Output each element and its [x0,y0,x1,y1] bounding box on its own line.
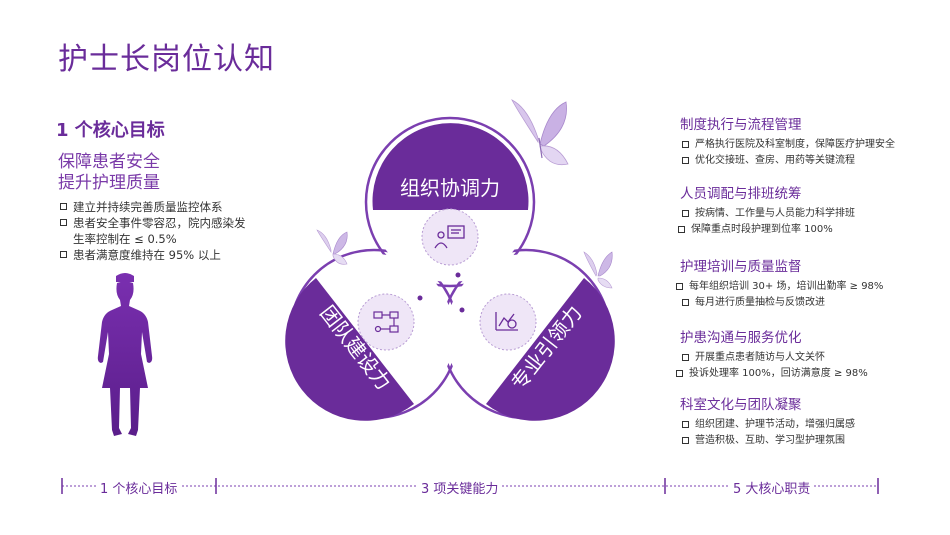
timeline-label: 1 个核心目标 [96,478,182,497]
responsibility-block: 科室文化与团队凝聚 组织团建、护理节活动，增强归属感 营造积极、互助、学习型护理… [680,393,940,449]
chart-magnifier-icon [495,312,518,331]
ability-circle-top [364,116,536,288]
core-goal-1: 保障患者安全 [58,152,160,172]
ability-segment-right [486,278,615,421]
ability-segment-left [285,278,414,421]
responsibility-title: 制度执行与流程管理 [680,117,802,133]
responsibility-item: 每月进行质量抽检与反馈改进 [682,295,940,311]
responsibility-item: 投诉处理率 100%，回访满意度 ≥ 98% [676,366,940,382]
page-title: 护士长岗位认知 [58,42,275,77]
core-bullet: 患者安全事件零容忍，院内感染发生率控制在 ≤ 0.5% [60,215,250,247]
presenter-icon [434,225,465,249]
ability-icon-bg-top [421,208,479,266]
butterfly-icon [316,229,348,265]
core-bullet: 患者满意度维持在 95% 以上 [60,247,250,263]
responsibility-item: 每年组织培训 30+ 场，培训出勤率 ≥ 98% [676,279,940,295]
responsibility-title: 人员调配与排班统筹 [680,186,802,202]
butterfly-icon [583,251,613,289]
responsibility-item: 开展重点患者随访与人文关怀 [682,350,940,366]
responsibility-block: 护患沟通与服务优化 开展重点患者随访与人文关怀 投诉处理率 100%，回访满意度… [676,326,940,382]
timeline-label: 5 大核心职责 [729,478,815,497]
nurse-silhouette-icon [97,273,153,436]
responsibility-item: 保障重点时段护理到位率 100% [678,222,940,238]
core-goal-2: 提升护理质量 [58,173,160,193]
responsibility-title: 科室文化与团队凝聚 [680,397,802,413]
ability-label-top: 组织协调力 [400,176,500,200]
team-network-icon [373,311,399,333]
core-goal-heading: 1 个核心目标 [56,120,165,141]
core-bullet: 建立并持续完善质量监控体系 [60,199,250,215]
timeline-label: 3 项关键能力 [417,478,503,497]
responsibility-item: 组织团建、护理节活动，增强归属感 [682,417,940,433]
responsibility-block: 人员调配与排班统筹 按病情、工作量与人员能力科学排班 保障重点时段护理到位率 1… [678,182,940,238]
butterfly-icon [511,99,569,166]
responsibility-item: 营造积极、互助、学习型护理氛围 [682,433,940,449]
responsibility-item: 严格执行医院及科室制度，保障医疗护理安全 [682,137,940,153]
responsibility-title: 护理培训与质量监督 [680,259,802,275]
responsibility-block: 制度执行与流程管理 严格执行医院及科室制度，保障医疗护理安全 优化交接班、查房、… [680,113,940,169]
responsibility-item: 按病情、工作量与人员能力科学排班 [682,206,940,222]
responsibility-title: 护患沟通与服务优化 [680,330,802,346]
responsibility-item: 优化交接班、查房、用药等关键流程 [682,153,940,169]
ability-segment-top [372,123,529,210]
ability-icon-bg-left [357,293,415,351]
abilities-diagram: 组织协调力 团队建设力 专业引领力 [285,116,615,421]
core-goal-bullets: 建立并持续完善质量监控体系 患者安全事件零容忍，院内感染发生率控制在 ≤ 0.5… [60,199,250,263]
responsibility-block: 护理培训与质量监督 每年组织培训 30+ 场，培训出勤率 ≥ 98% 每月进行质… [676,255,940,311]
